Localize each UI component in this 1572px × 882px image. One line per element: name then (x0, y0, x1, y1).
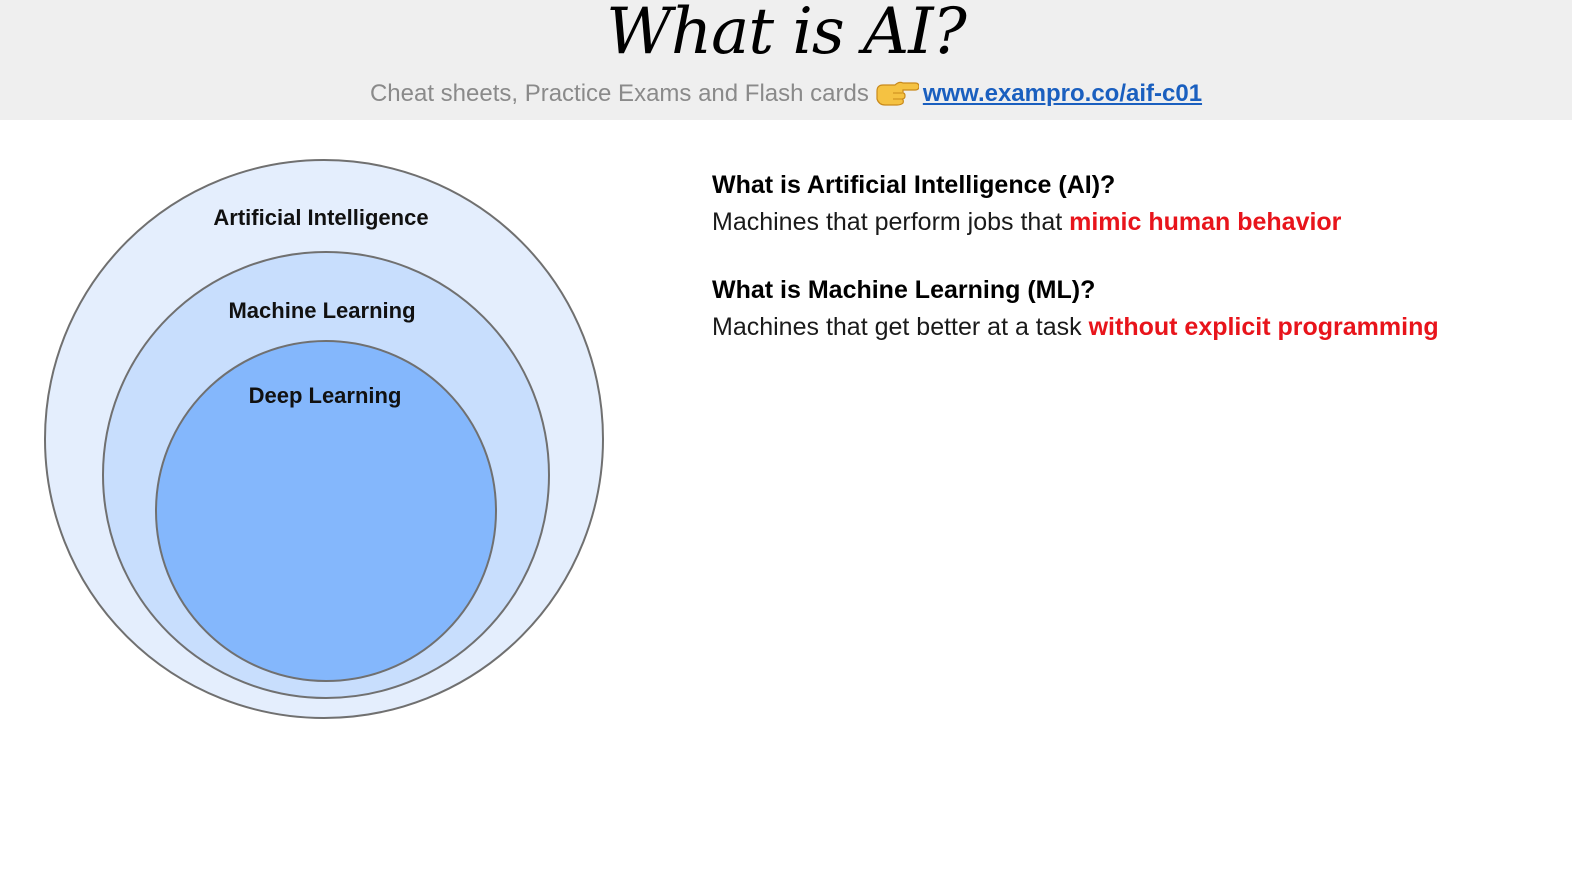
ai-venn-diagram: Artificial Intelligence Machine Learning… (44, 159, 604, 719)
subtitle-row: Cheat sheets, Practice Exams and Flash c… (0, 76, 1572, 112)
exampro-link[interactable]: www.exampro.co/aif-c01 (922, 80, 1203, 107)
header-banner: What is AI? Cheat sheets, Practice Exams… (0, 0, 1572, 120)
ai-answer-highlight: mimic human behavior (1069, 208, 1342, 236)
ml-circle-label: Machine Learning (228, 298, 415, 323)
ml-answer-text: Machines that get better at a task (712, 313, 1089, 341)
subtitle-text: Cheat sheets, Practice Exams and Flash c… (369, 80, 869, 107)
ml-answer: Machines that get better at a task witho… (712, 307, 1572, 347)
ai-definition: What is Artificial Intelligence (AI)? Ma… (712, 168, 1572, 242)
ai-question: What is Artificial Intelligence (AI)? (712, 171, 1116, 199)
dl-circle-label: Deep Learning (249, 383, 402, 408)
ml-question: What is Machine Learning (ML)? (712, 276, 1096, 304)
dl-circle (155, 340, 497, 682)
ml-answer-highlight: without explicit programming (1088, 313, 1439, 341)
ai-circle-label: Artificial Intelligence (213, 205, 428, 230)
page-title: What is AI? (606, 0, 967, 69)
ai-answer-text: Machines that perform jobs that (712, 208, 1070, 236)
ai-answer: Machines that perform jobs that mimic hu… (712, 202, 1572, 242)
ml-definition: What is Machine Learning (ML)? Machines … (712, 273, 1572, 347)
pointing-hand-icon (876, 81, 919, 106)
